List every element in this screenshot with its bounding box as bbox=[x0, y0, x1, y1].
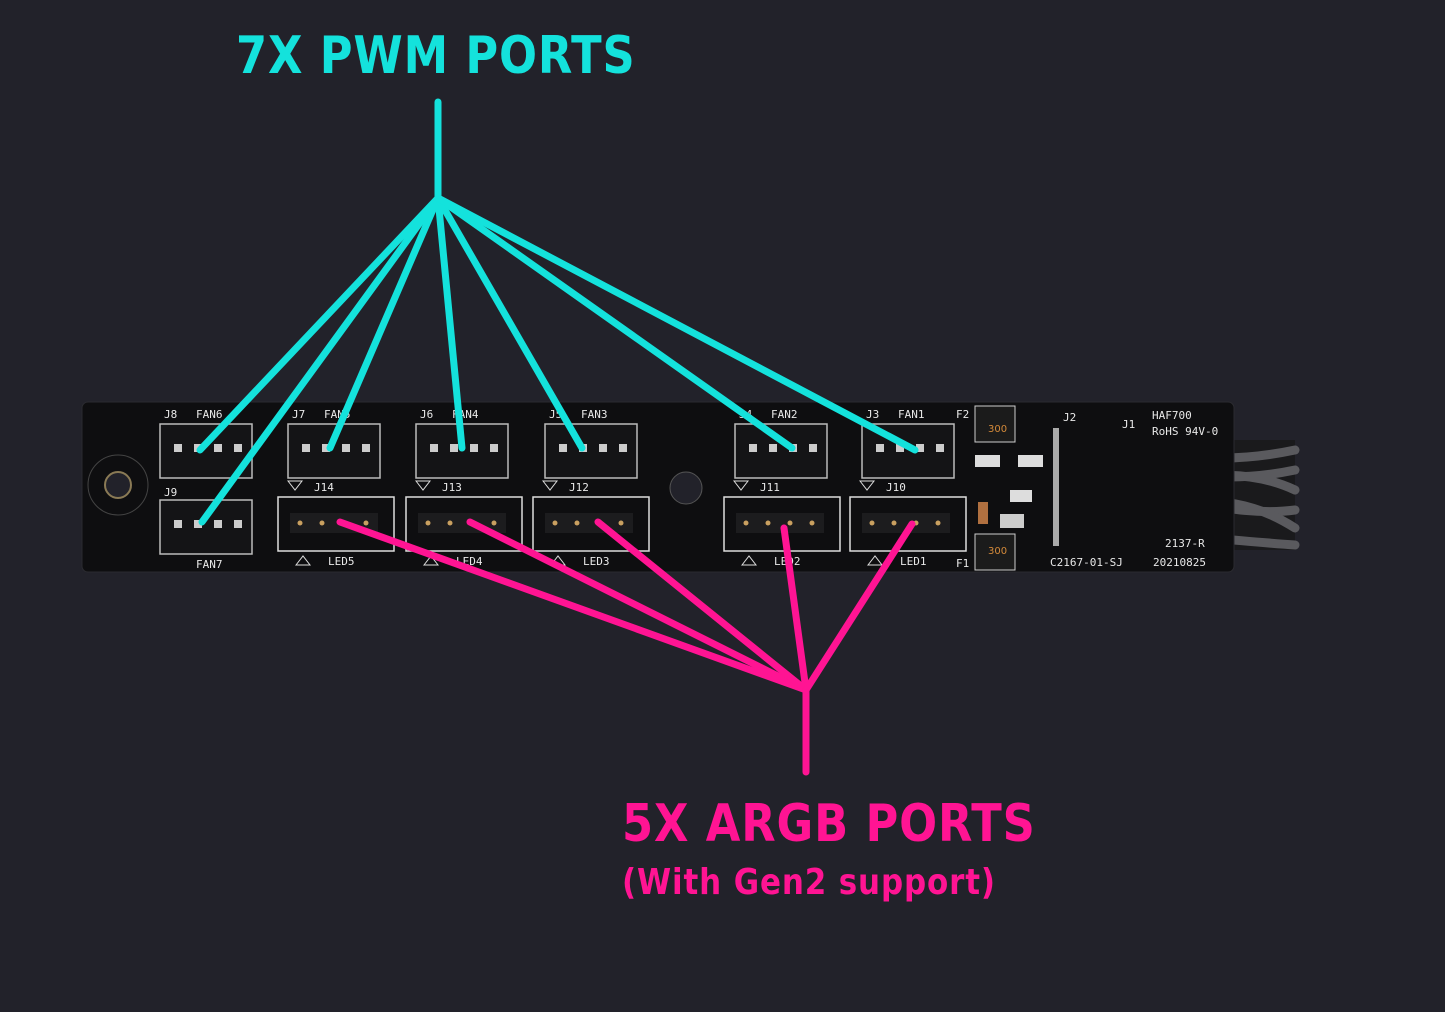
argb-ports-subtitle: (With Gen2 support) bbox=[622, 862, 996, 903]
pwm-line-4 bbox=[434, 194, 466, 452]
svg-text:FAN3: FAN3 bbox=[581, 408, 608, 421]
argb-line-5 bbox=[802, 520, 916, 694]
pwm-line-2 bbox=[198, 194, 442, 526]
svg-text:J8: J8 bbox=[164, 408, 177, 421]
pwm-callout-lines bbox=[196, 98, 919, 526]
fuse-f1: 300 bbox=[974, 533, 1016, 571]
silk-f2: F2 bbox=[956, 408, 969, 421]
silk-j1: J1 bbox=[1122, 418, 1135, 431]
svg-text:J11: J11 bbox=[760, 481, 780, 494]
silk-part-number: C2167-01-SJ bbox=[1050, 556, 1123, 569]
svg-text:LED1: LED1 bbox=[900, 555, 927, 568]
svg-text:J6: J6 bbox=[420, 408, 433, 421]
pwm-line-7 bbox=[434, 194, 919, 454]
capacitor-c1 bbox=[978, 502, 988, 524]
silk-date-code: 20210825 bbox=[1153, 556, 1206, 569]
svg-text:J7: J7 bbox=[292, 408, 305, 421]
argb-line-1 bbox=[336, 518, 810, 694]
argb-line-2 bbox=[466, 518, 810, 694]
svg-text:J14: J14 bbox=[314, 481, 334, 494]
pwm-line-3 bbox=[326, 194, 442, 452]
pcb-board bbox=[81, 401, 1235, 573]
svg-text:FAN7: FAN7 bbox=[196, 558, 223, 571]
pwm-line-6 bbox=[434, 194, 796, 452]
argb-line-3 bbox=[594, 518, 810, 694]
resistor-r4 bbox=[975, 455, 1000, 467]
fuse-f2: 300 bbox=[974, 405, 1016, 443]
pwm-line-1 bbox=[196, 194, 442, 454]
mount-hole-left bbox=[87, 454, 149, 516]
silk-cable-marking: 2137-R bbox=[1165, 537, 1205, 550]
silk-f1: F1 bbox=[956, 557, 969, 570]
svg-text:300: 300 bbox=[988, 546, 1007, 557]
pwm-ports-title: 7X PWM PORTS bbox=[236, 26, 636, 86]
silk-rohs: RoHS 94V-0 bbox=[1152, 425, 1218, 438]
resistor-r2 bbox=[1018, 455, 1043, 467]
pwm-line-5 bbox=[434, 194, 586, 452]
svg-text:FAN1: FAN1 bbox=[898, 408, 925, 421]
svg-text:J10: J10 bbox=[886, 481, 906, 494]
svg-text:LED3: LED3 bbox=[583, 555, 610, 568]
svg-text:FAN2: FAN2 bbox=[771, 408, 798, 421]
silk-j2: J2 bbox=[1063, 411, 1076, 424]
argb-ports-title: 5X ARGB PORTS bbox=[622, 794, 1036, 854]
svg-text:J9: J9 bbox=[164, 486, 177, 499]
svg-text:J13: J13 bbox=[442, 481, 462, 494]
capacitor-c2 bbox=[1000, 514, 1024, 528]
svg-text:J3: J3 bbox=[866, 408, 879, 421]
argb-line-4 bbox=[780, 524, 810, 694]
svg-text:J12: J12 bbox=[569, 481, 589, 494]
connector-j2 bbox=[1053, 428, 1059, 546]
svg-text:300: 300 bbox=[988, 424, 1007, 435]
argb-callout-lines bbox=[336, 518, 916, 776]
svg-text:LED5: LED5 bbox=[328, 555, 355, 568]
silk-model: HAF700 bbox=[1152, 409, 1192, 422]
resistor-r1 bbox=[1010, 490, 1032, 502]
svg-text:FAN6: FAN6 bbox=[196, 408, 223, 421]
